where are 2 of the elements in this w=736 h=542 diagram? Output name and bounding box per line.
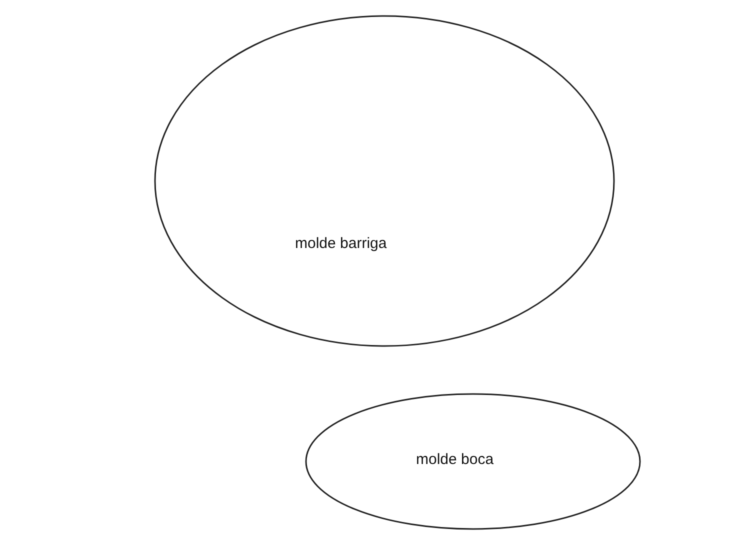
ellipse-label: molde barriga [295,235,387,252]
ellipse-label: molde boca [416,451,494,468]
